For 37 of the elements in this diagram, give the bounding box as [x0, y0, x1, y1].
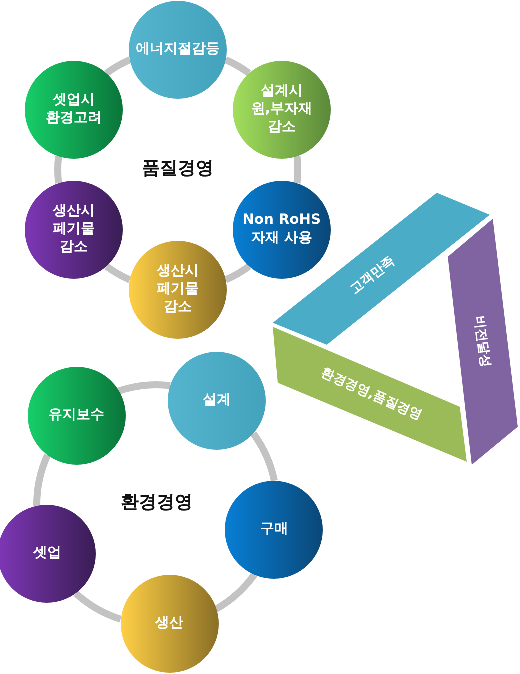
circle-label: 생산시 폐기물 감소: [156, 263, 200, 317]
topic-circle: [28, 366, 126, 465]
topic-circle: [225, 480, 324, 579]
ring-title: 환경경영: [121, 491, 193, 514]
topic-circle: [168, 352, 266, 450]
topic-circle: [25, 61, 124, 159]
ring-arc: [54, 156, 62, 184]
circle-label: 생산시 폐기물 감소: [52, 203, 96, 257]
ring-arc: [224, 264, 252, 284]
circle-label: 구매: [260, 520, 288, 539]
ring-arc: [214, 572, 258, 612]
topic-circle: [232, 181, 331, 279]
circle-label: 생산: [156, 615, 184, 634]
circle-label: Non RoHS 자재 사용: [242, 212, 322, 248]
circle-label: 에너지절감등: [136, 41, 220, 59]
circle-label: 셋업: [33, 544, 62, 563]
ring-arc: [74, 590, 122, 623]
circle-label: 셋업시 환경고려: [45, 92, 104, 128]
topic-circle: [120, 575, 219, 674]
topic-circle: [129, 241, 227, 339]
circle-label: 설계: [203, 392, 231, 410]
triangle-band: [273, 327, 467, 462]
ring-arc: [34, 454, 52, 506]
topic-circle: [232, 61, 331, 159]
circle-label: 설계시 원,부자재 감소: [250, 83, 314, 137]
ring-title: 품질경영: [142, 157, 214, 180]
ring-arc: [224, 56, 252, 76]
circle-label: 유지보수: [48, 406, 105, 425]
ring-arc: [294, 156, 302, 184]
triangle-band: [448, 219, 518, 465]
band-label: 비전달성: [471, 315, 493, 369]
ring-arc: [118, 382, 171, 395]
ring-arc: [250, 432, 278, 482]
ring-arc: [104, 56, 132, 76]
topic-circle: [129, 1, 227, 99]
ring-arc: [104, 264, 132, 284]
topic-circle: [25, 181, 124, 279]
